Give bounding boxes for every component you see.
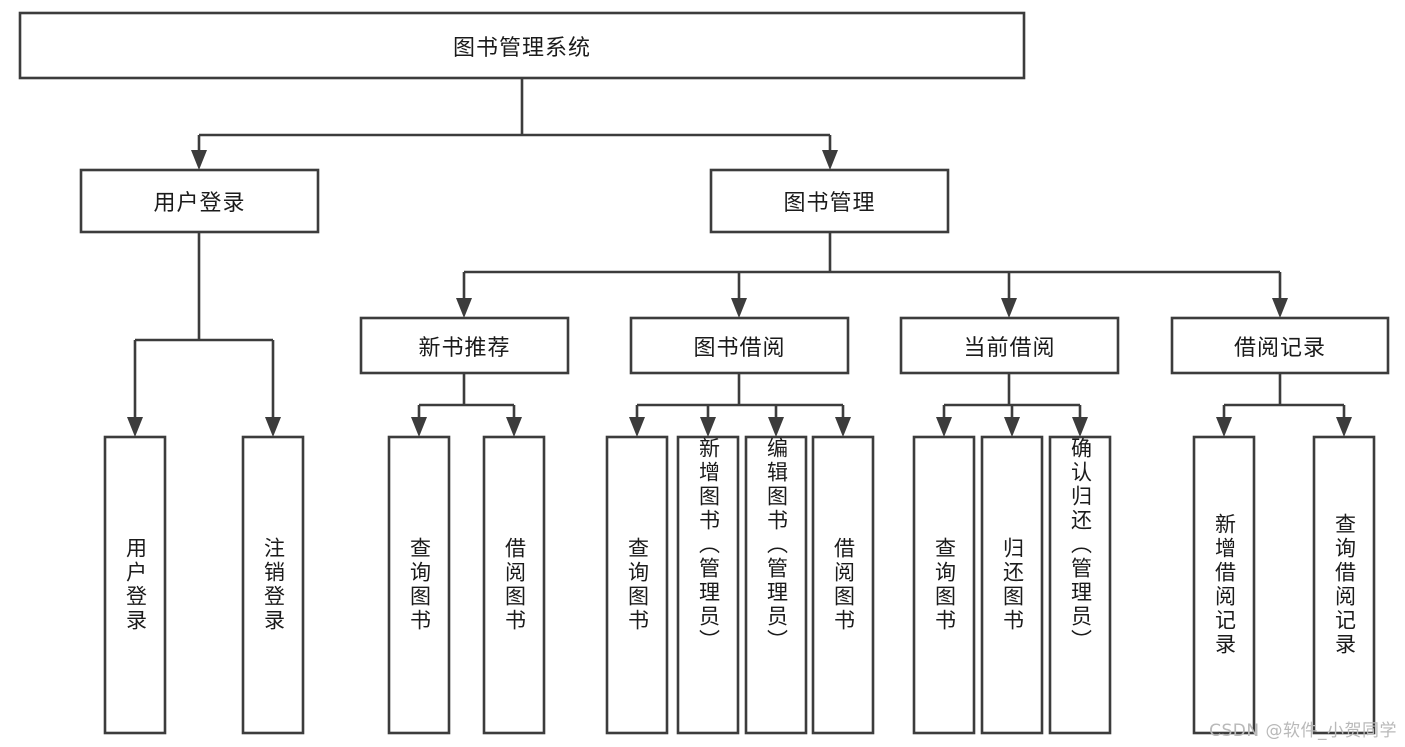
arrowhead-leaf-confirm-return (1072, 417, 1088, 437)
node-box-book-management[interactable] (709, 168, 950, 234)
edge-group-book-management (456, 232, 1288, 318)
arrowhead-leaf-return-book (1004, 417, 1020, 437)
edge-group-new-book-recommend (411, 373, 522, 437)
node-box-leaf-add-book[interactable] (676, 435, 740, 735)
node-box-leaf-user-login[interactable] (103, 435, 167, 735)
node-box-leaf-query-borrow-record[interactable] (1312, 435, 1376, 735)
edge-group-root (191, 78, 838, 170)
node-box-leaf-edit-book[interactable] (744, 435, 808, 735)
node-box-leaf-return-book[interactable] (980, 435, 1044, 735)
edge-group-current-borrow (936, 373, 1088, 437)
arrowhead-borrow-record (1272, 298, 1288, 318)
arrowhead-leaf-user-login (127, 417, 143, 437)
node-box-root[interactable] (18, 11, 1026, 80)
arrowhead-leaf-query-book-borrow (629, 417, 645, 437)
node-box-leaf-logout[interactable] (241, 435, 305, 735)
arrowhead-user-login (191, 150, 207, 170)
arrowhead-leaf-borrow-book-recommend (506, 417, 522, 437)
node-box-book-borrow[interactable] (629, 316, 850, 375)
node-box-new-book-recommend[interactable] (359, 316, 570, 375)
node-box-current-borrow[interactable] (899, 316, 1120, 375)
arrowhead-current-borrow (1001, 298, 1017, 318)
arrowhead-leaf-borrow-book (835, 417, 851, 437)
arrowhead-new-book-recommend (456, 298, 472, 318)
node-box-leaf-borrow-book-recommend[interactable] (482, 435, 546, 735)
edge-group-user-login (127, 232, 281, 437)
node-box-borrow-record[interactable] (1170, 316, 1390, 375)
node-box-user-login[interactable] (79, 168, 320, 234)
edge-group-borrow-record (1216, 373, 1352, 437)
csdn-watermark: CSDN @软件_小贺同学 (1209, 721, 1397, 741)
node-box-leaf-borrow-book[interactable] (811, 435, 875, 735)
node-box-leaf-query-book-borrow[interactable] (605, 435, 669, 735)
node-box-leaf-query-book-current[interactable] (912, 435, 976, 735)
arrowhead-book-borrow (731, 298, 747, 318)
arrowhead-leaf-add-borrow-record (1216, 417, 1232, 437)
arrowhead-leaf-query-book-recommend (411, 417, 427, 437)
edge-group-book-borrow (629, 373, 851, 437)
arrowhead-leaf-query-book-current (936, 417, 952, 437)
node-box-leaf-add-borrow-record[interactable] (1192, 435, 1256, 735)
node-box-leaf-confirm-return[interactable] (1048, 435, 1112, 735)
arrowhead-leaf-query-borrow-record (1336, 417, 1352, 437)
arrowhead-leaf-edit-book (768, 417, 784, 437)
arrowhead-book-management (822, 150, 838, 170)
arrowhead-leaf-add-book (700, 417, 716, 437)
arrowhead-leaf-logout (265, 417, 281, 437)
node-box-leaf-query-book-recommend[interactable] (387, 435, 451, 735)
